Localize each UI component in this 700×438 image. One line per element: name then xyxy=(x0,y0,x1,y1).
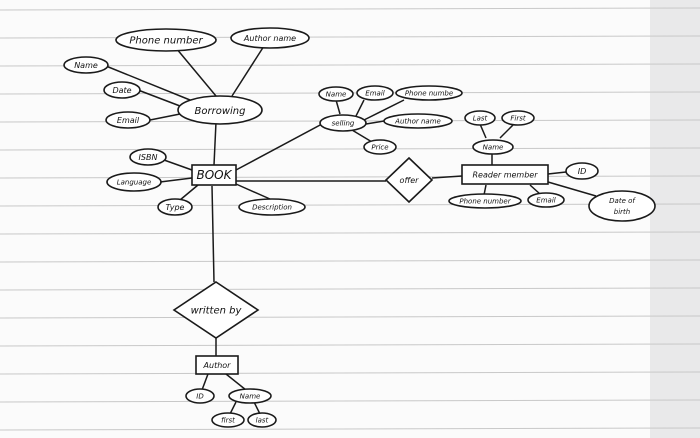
attr-date: Date xyxy=(103,81,141,99)
attr-isbn: ISBN xyxy=(129,148,167,166)
attr-reader-last: Last xyxy=(464,110,496,126)
attr-type-label: Type xyxy=(166,203,185,212)
entity-reader-member: Reader member xyxy=(461,164,549,185)
attr-price-label: Price xyxy=(371,144,388,152)
attr-price: Price xyxy=(363,139,397,155)
relationship-selling: selling xyxy=(319,114,367,132)
edge-author-name xyxy=(225,373,247,391)
attr-reader-id: ID xyxy=(565,162,599,180)
edge-book-description xyxy=(235,183,271,200)
attr-language: Language xyxy=(106,172,162,192)
attr-selling-phone-label: Phone numbe xyxy=(405,90,453,98)
edge-borrowing-authorname xyxy=(231,45,265,97)
attr-name-left: Name xyxy=(63,56,109,74)
attr-selling-email: Email xyxy=(356,85,394,101)
edge-borrowing-phone xyxy=(175,47,217,97)
attr-author-name-top: Author name xyxy=(230,27,310,49)
edge-author-id xyxy=(201,373,209,391)
attr-reader-first-label: First xyxy=(510,115,525,123)
edge-book-language xyxy=(159,177,193,183)
edge-book-borrowing xyxy=(213,121,217,166)
edge-book-selling xyxy=(235,123,323,171)
attr-reader-id-label: ID xyxy=(578,167,587,176)
attr-author-name-top-label: Author name xyxy=(243,34,296,43)
attr-phone-number-top: Phone number xyxy=(115,28,217,52)
attr-type: Type xyxy=(157,198,193,216)
attr-name-left-label: Name xyxy=(74,61,98,70)
attr-author-last: last xyxy=(247,412,277,428)
edge-selling-phone xyxy=(363,99,405,121)
attr-author-name: Name xyxy=(228,388,272,404)
attr-email-left: Email xyxy=(105,111,151,129)
edge-selling-price xyxy=(351,129,373,143)
attr-selling-author-name: Author name xyxy=(383,113,453,129)
attr-author-first-label: first xyxy=(221,417,235,425)
edge-borrowing-email xyxy=(149,113,181,121)
entity-author: Author xyxy=(195,355,239,375)
relationship-written-by-label: written by xyxy=(191,306,243,317)
attr-isbn-label: ISBN xyxy=(139,153,158,162)
edge-book-isbn xyxy=(163,159,193,171)
entity-book: BOOK xyxy=(191,164,237,186)
attr-language-label: Language xyxy=(117,179,152,187)
relationship-borrowing: Borrowing xyxy=(177,95,263,125)
edge-reader-dob xyxy=(547,181,597,197)
edge-name-last xyxy=(479,123,487,139)
edge-borrowing-date xyxy=(137,89,181,107)
attr-date-of-birth: Date of birth xyxy=(588,190,656,222)
edge-selling-email xyxy=(355,99,365,117)
attr-date-of-birth-line1: Date of xyxy=(609,197,636,205)
attr-date-label: Date xyxy=(112,86,131,95)
attr-description: Description xyxy=(238,198,306,216)
attr-reader-name: Name xyxy=(472,139,514,155)
edge-borrowing-name xyxy=(105,65,191,101)
attr-date-of-birth-line2: birth xyxy=(614,208,630,216)
relationship-selling-label: selling xyxy=(332,120,355,128)
entity-author-label: Author xyxy=(203,361,232,370)
edge-offer-reader xyxy=(431,175,463,179)
relationship-written-by: written by xyxy=(172,281,260,339)
attr-author-id: ID xyxy=(185,388,215,404)
edges xyxy=(105,45,597,415)
attr-selling-email-label: Email xyxy=(365,90,384,98)
attr-reader-first: First xyxy=(501,110,535,126)
attr-reader-email: Email xyxy=(527,192,565,208)
relationship-offer-label: offer xyxy=(400,176,420,185)
attr-reader-name-label: Name xyxy=(483,144,504,152)
attr-reader-phone-label: Phone number xyxy=(459,198,511,206)
attr-reader-email-label: Email xyxy=(536,197,555,205)
attr-author-last-label: last xyxy=(256,417,269,425)
attributes: Phone number Author name Name Date Email… xyxy=(63,27,656,428)
attr-author-id-label: ID xyxy=(196,393,204,401)
attr-selling-name-label: Name xyxy=(326,91,347,99)
edge-selling-name xyxy=(335,99,341,115)
edge-reader-email xyxy=(529,184,541,195)
edge-name-last xyxy=(253,401,261,415)
attr-selling-phone: Phone numbe xyxy=(395,85,463,101)
attr-selling-author-name-label: Author name xyxy=(394,118,441,126)
attr-description-label: Description xyxy=(252,204,292,212)
edge-book-writtenby xyxy=(211,185,215,283)
edge-book-type xyxy=(179,184,199,201)
entity-book-label: BOOK xyxy=(197,168,233,182)
attr-author-name-label: Name xyxy=(240,393,261,401)
attr-email-left-label: Email xyxy=(117,116,140,125)
edge-name-first xyxy=(229,401,237,415)
attr-reader-last-label: Last xyxy=(473,115,488,123)
edge-name-first xyxy=(499,123,515,139)
attr-reader-phone: Phone number xyxy=(448,193,522,209)
relationship-borrowing-label: Borrowing xyxy=(195,106,246,117)
relationship-offer: offer xyxy=(384,156,434,204)
attr-author-first: first xyxy=(211,412,245,428)
edge-selling-authorname xyxy=(365,120,385,125)
entity-reader-member-label: Reader member xyxy=(472,171,538,180)
attr-phone-number-top-label: Phone number xyxy=(129,36,203,47)
edge-reader-id xyxy=(547,171,567,175)
attr-selling-name: Name xyxy=(318,86,354,102)
